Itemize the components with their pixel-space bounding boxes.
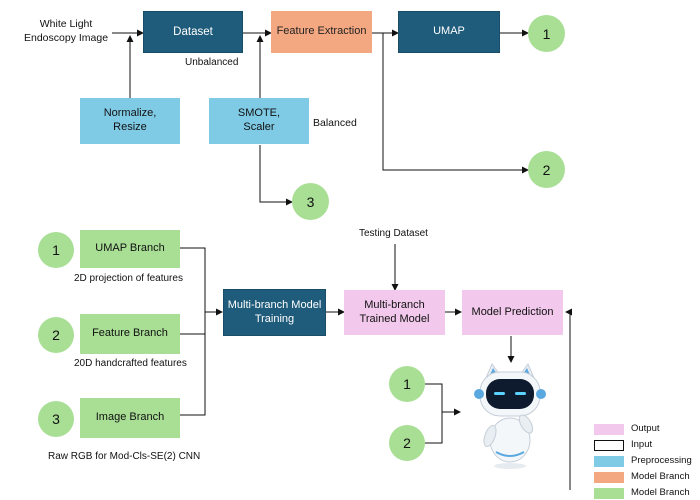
legend-label-output: Output xyxy=(631,423,660,434)
legend-label-preprocessing: Preprocessing xyxy=(631,455,692,466)
legend-label-input: Input xyxy=(631,439,653,450)
normalize-resize-box: Normalize, Resize xyxy=(80,98,180,144)
legend-swatch-preprocessing xyxy=(594,456,624,467)
output-circle-1: 1 xyxy=(528,15,565,52)
trained-model-box: Multi-branch Trained Model xyxy=(344,290,445,335)
smote-scaler-box: SMOTE, Scaler xyxy=(209,98,309,144)
umap-box: UMAP xyxy=(398,11,500,53)
branch-1-circle: 1 xyxy=(38,232,74,268)
legend-swatch-model-branch-orange xyxy=(594,472,624,483)
robot-icon xyxy=(474,362,546,469)
branch-2-caption: 20D handcrafted features xyxy=(74,358,187,369)
legend-swatch-model-branch-green xyxy=(594,488,624,499)
training-box: Multi-branch Model Training xyxy=(223,289,326,336)
feature-branch-box: Feature Branch xyxy=(80,314,180,354)
branch-3-circle: 3 xyxy=(38,401,74,437)
image-branch-box: Image Branch xyxy=(80,398,180,438)
dataset-box: Dataset xyxy=(143,11,243,53)
testing-dataset-label: Testing Dataset xyxy=(359,228,428,239)
legend-label-model-branch-orange: Model Branch xyxy=(631,471,690,482)
branch-3-caption: Raw RGB for Mod-Cls-SE(2) CNN xyxy=(48,451,201,462)
unbalanced-label: Unbalanced xyxy=(185,57,239,68)
legend-swatch-output xyxy=(594,424,624,435)
output-circle-3: 3 xyxy=(292,183,329,220)
branch-1-caption: 2D projection of features xyxy=(74,273,183,284)
output-circle-2: 2 xyxy=(528,151,565,188)
robot-input-circle-1: 1 xyxy=(389,366,425,402)
model-prediction-box: Model Prediction xyxy=(462,290,563,335)
umap-branch-box: UMAP Branch xyxy=(80,230,180,268)
robot-input-circle-2: 2 xyxy=(389,425,425,461)
legend-swatch-input xyxy=(594,440,624,451)
input-label: White Light Endoscopy Image xyxy=(24,18,109,44)
branch-2-circle: 2 xyxy=(38,317,74,353)
legend-label-model-branch-green: Model Branch xyxy=(631,487,690,498)
balanced-label: Balanced xyxy=(313,117,357,129)
feature-extraction-box: Feature Extraction xyxy=(271,11,372,53)
